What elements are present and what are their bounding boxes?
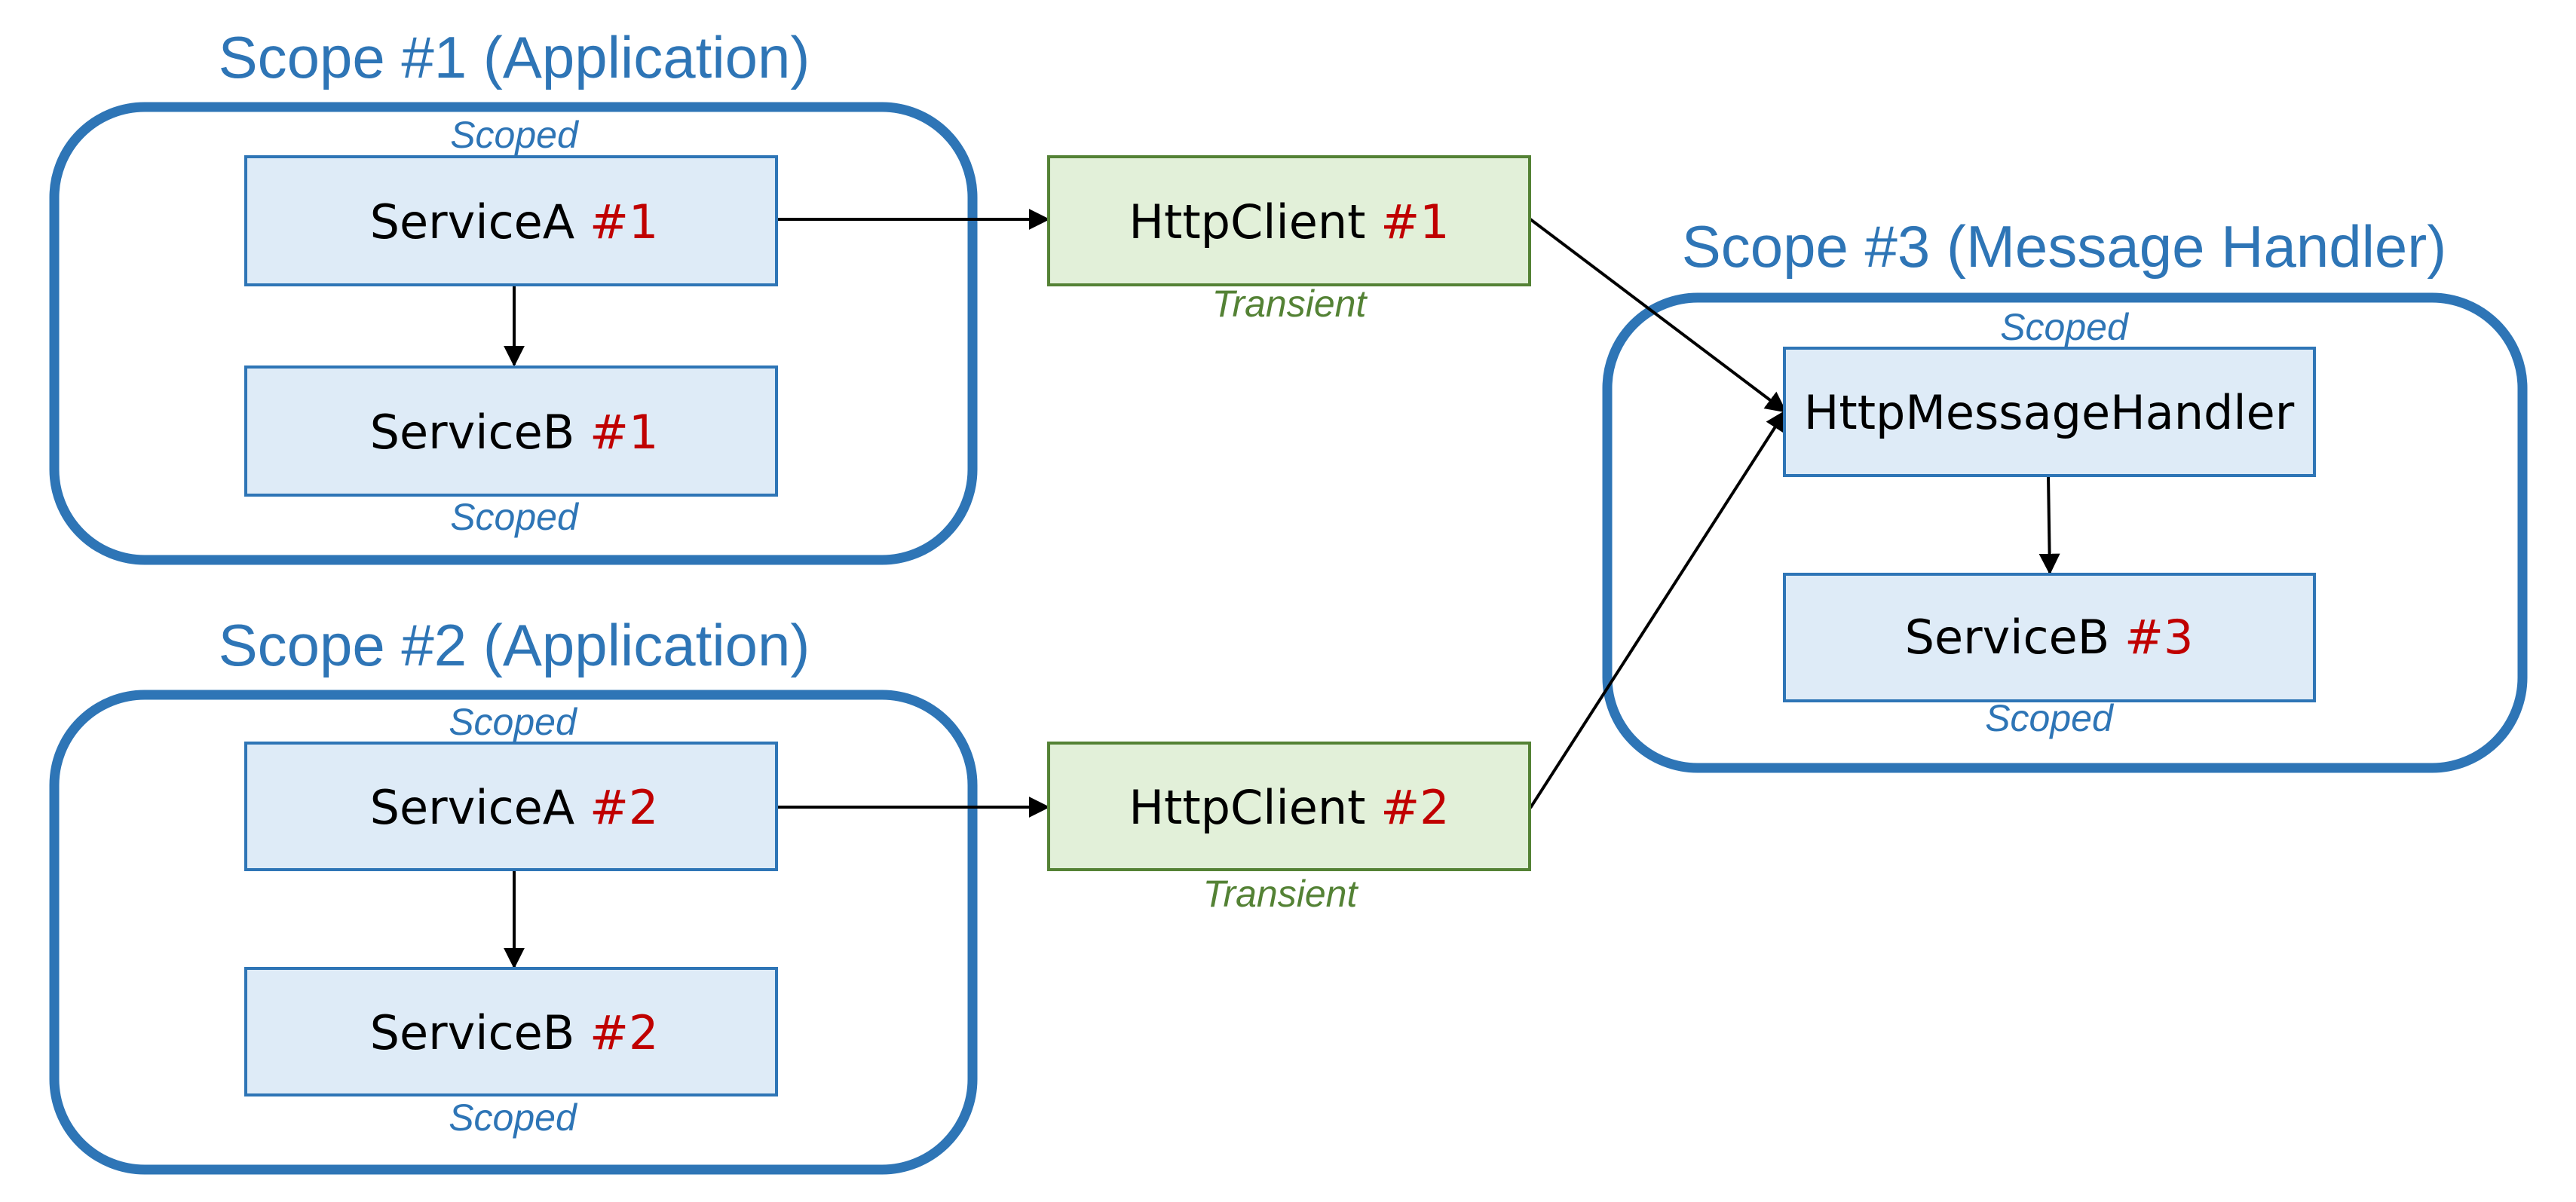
service-a-2-lifetime: Scoped [449, 701, 578, 743]
node-service-b-1: ServiceB #1 Scoped [244, 365, 778, 538]
node-http-client-2: HttpClient #2 Transient [1047, 742, 1531, 915]
service-a-2-number: #2 [590, 780, 658, 835]
edges [504, 209, 2060, 969]
node-service-a-2: Scoped ServiceA #2 [244, 701, 778, 871]
service-a-1-lifetime: Scoped [450, 114, 580, 156]
edge-http-client-1-to-http-message-handler [1529, 218, 1787, 413]
http-client-1-label: HttpClient #1 [1129, 194, 1449, 249]
service-b-1-box [244, 365, 778, 497]
http-message-handler-label: HttpMessageHandler [1804, 385, 2295, 440]
http-client-1-number: #1 [1380, 194, 1449, 249]
service-a-1-number: #1 [590, 194, 658, 249]
node-service-a-1: Scoped ServiceA #1 [244, 114, 778, 286]
edge-http-client-2-to-http-message-handler [1529, 409, 1787, 809]
scope-2-container [49, 690, 978, 1175]
scope-2-group: Scope #2 (Application) [49, 612, 978, 1175]
service-b-2-label: ServiceB #2 [370, 1005, 659, 1060]
edge-http-message-handler-to-service-b-3 [2038, 475, 2060, 575]
service-b-1-number: #1 [590, 405, 658, 460]
service-b-1-label: ServiceB #1 [370, 405, 659, 460]
service-b-2-box [244, 967, 778, 1096]
http-message-handler-lifetime: Scoped [2000, 306, 2130, 348]
service-a-2-box [244, 742, 778, 871]
http-client-1-lifetime: Transient [1212, 283, 1368, 325]
service-a-1-name: ServiceA [370, 194, 575, 249]
http-message-handler-box [1783, 347, 2316, 477]
scope-3-title: Scope #3 (Message Handler) [1682, 213, 2447, 280]
scope-3-container [1602, 292, 2528, 773]
service-b-1-name: ServiceB [370, 405, 575, 460]
http-client-1-name: HttpClient [1129, 194, 1365, 249]
scope-1-title: Scope #1 (Application) [219, 24, 810, 90]
scope-3-group: Scope #3 (Message Handler) [1602, 213, 2528, 773]
service-b-2-number: #2 [590, 1005, 658, 1060]
node-http-client-1: HttpClient #1 Transient [1047, 155, 1531, 325]
service-b-2-lifetime: Scoped [449, 1096, 578, 1139]
node-service-b-3: ServiceB #3 Scoped [1783, 573, 2316, 739]
http-client-2-number: #2 [1380, 780, 1449, 835]
service-b-3-label: ServiceB #3 [1905, 610, 2194, 665]
service-a-1-label: ServiceA #1 [370, 194, 659, 249]
http-client-2-lifetime: Transient [1203, 873, 1359, 915]
scope-1-group: Scope #1 (Application) [49, 24, 978, 565]
service-b-3-lifetime: Scoped [1985, 697, 2115, 739]
scope-1-container [49, 102, 978, 565]
http-client-2-label: HttpClient #2 [1129, 780, 1449, 835]
node-http-message-handler: Scoped HttpMessageHandler [1783, 306, 2316, 477]
service-b-3-number: #3 [2124, 610, 2193, 665]
service-b-3-box [1783, 573, 2316, 702]
http-client-2-box [1047, 742, 1531, 871]
scope-2-title: Scope #2 (Application) [219, 612, 810, 678]
http-client-2-name: HttpClient [1129, 780, 1365, 835]
service-a-1-box [244, 155, 778, 286]
service-b-1-lifetime: Scoped [450, 496, 580, 538]
service-a-2-label: ServiceA #2 [370, 780, 659, 835]
http-client-1-box [1047, 155, 1531, 286]
service-b-3-name: ServiceB [1905, 610, 2110, 665]
service-b-2-name: ServiceB [370, 1005, 575, 1060]
service-a-2-name: ServiceA [370, 780, 575, 835]
node-service-b-2: ServiceB #2 Scoped [244, 967, 778, 1139]
